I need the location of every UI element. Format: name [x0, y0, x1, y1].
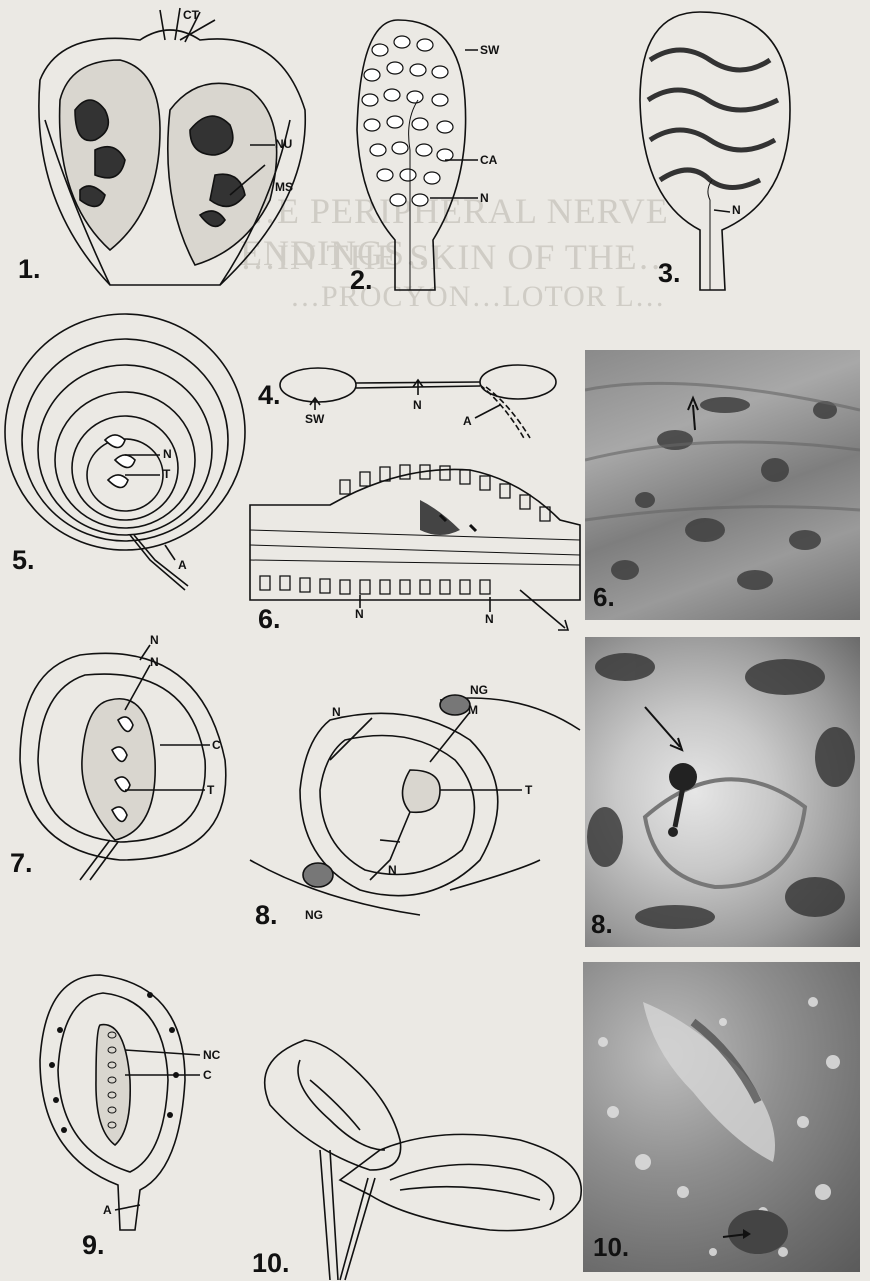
fig7-number: 7. [10, 848, 33, 879]
fig4-label-sw: SW [305, 412, 324, 426]
fig8-label-ng-1: NG [470, 683, 488, 697]
fig4-label-n: N [413, 398, 422, 412]
fig9-drawing [40, 975, 200, 1230]
fig8-label-m: M [468, 703, 478, 717]
fig8-drawing [250, 695, 580, 915]
fig1-label-nu: NU [275, 137, 292, 151]
fig7-drawing [20, 645, 226, 880]
fig3-number: 3. [658, 258, 681, 289]
fig8-label-ng-2: NG [305, 908, 323, 922]
fig5-label-t: T [163, 467, 170, 481]
fig7-label-n-1: N [150, 633, 159, 647]
fig5-label-n: N [163, 447, 172, 461]
photo-6-number: 6. [593, 582, 615, 613]
fig1-drawing [39, 8, 305, 285]
fig2-label-n: N [480, 191, 489, 205]
fig3-drawing [640, 12, 790, 290]
fig2-label-sw: SW [480, 43, 499, 57]
fig7-label-c: C [212, 738, 221, 752]
fig5-number: 5. [12, 545, 35, 576]
fig9-label-c: C [203, 1068, 212, 1082]
fig8-number: 8. [255, 900, 278, 931]
photo-10-number: 10. [593, 1232, 629, 1263]
fig9-number: 9. [82, 1230, 105, 1261]
photo-8: 8. [585, 637, 860, 947]
fig2-number: 2. [350, 265, 373, 296]
fig2-label-ca: CA [480, 153, 497, 167]
fig1-label-ct: CT [183, 8, 199, 22]
fig10-drawing [265, 1040, 582, 1280]
fig4-number: 4. [258, 380, 281, 411]
fig9-label-a: A [103, 1203, 112, 1217]
fig6-drawing [250, 465, 580, 630]
fig8-label-n-2: N [388, 863, 397, 877]
fig1-label-ms: MS [275, 180, 293, 194]
fig6-label-n-1: N [355, 607, 364, 621]
fig8-label-n-1: N [332, 705, 341, 719]
fig8-label-t: T [525, 783, 532, 797]
fig1-number: 1. [18, 254, 41, 285]
fig5-label-a: A [178, 558, 187, 572]
fig10-number: 10. [252, 1248, 290, 1279]
fig6-number: 6. [258, 604, 281, 635]
fig7-label-n-2: N [150, 655, 159, 669]
fig5-drawing [5, 314, 245, 590]
photo-8-number: 8. [591, 909, 613, 940]
fig9-label-nc: NC [203, 1048, 220, 1062]
fig3-label-n: N [732, 203, 741, 217]
fig4-label-a: A [463, 414, 472, 428]
fig2-drawing [357, 20, 478, 290]
photo-10: 10. [583, 962, 860, 1272]
fig7-label-t: T [207, 783, 214, 797]
fig6-label-n-2: N [485, 612, 494, 626]
photo-6: 6. [585, 350, 860, 620]
